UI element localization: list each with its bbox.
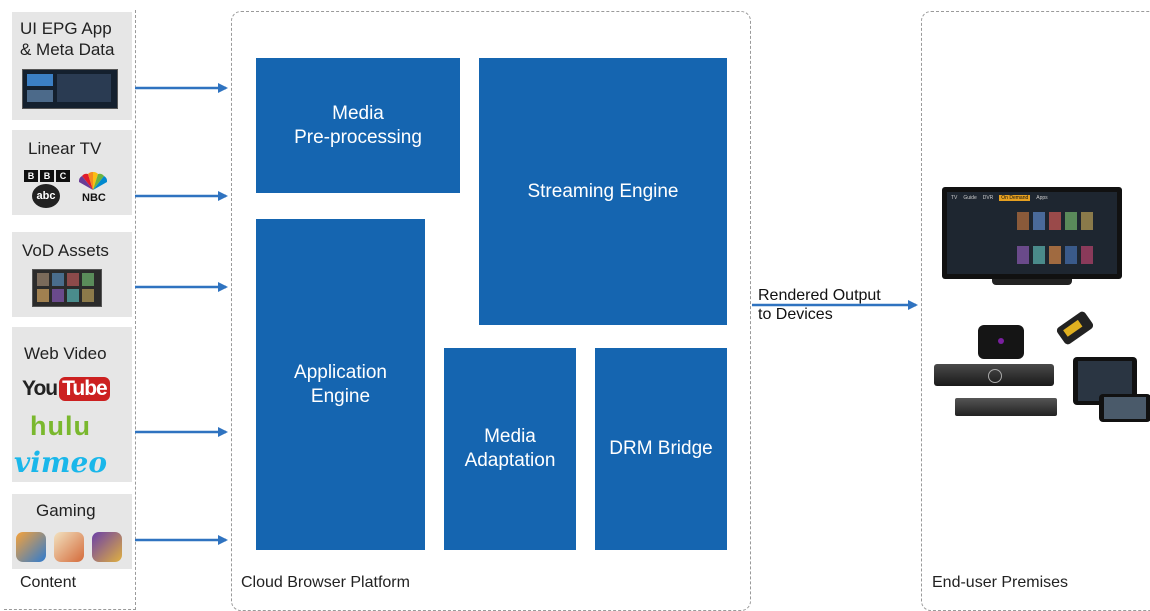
tv-tab-4: On Demand (999, 195, 1031, 201)
hulu-logo-text: hulu (30, 411, 91, 441)
tv-tab-3: DVR (982, 195, 994, 201)
tv-tab-2: Guide (963, 195, 977, 201)
tv-icon: TV Guide DVR On Demand Apps (942, 187, 1122, 287)
epg-screenshot-icon (22, 69, 118, 109)
tv-tab-5: Apps (1036, 195, 1048, 201)
premises-caption: End-user Premises (932, 574, 1069, 591)
source-linear-tv-label: Linear TV (28, 139, 102, 158)
block-streaming-engine: Streaming Engine (479, 58, 727, 325)
dvr-box-icon (955, 398, 1057, 416)
vimeo-logo-text: vimeo (14, 446, 108, 479)
platform-caption: Cloud Browser Platform (241, 574, 410, 591)
source-ui-epg-label: UI EPG App & Meta Data (20, 19, 115, 59)
source-gaming: Gaming (12, 494, 132, 569)
youtube-you-text: You (22, 377, 58, 400)
block-media-adaptation: Media Adaptation (444, 348, 576, 550)
phone-icon (1099, 394, 1150, 422)
nbc-peacock-icon (78, 171, 108, 192)
tv-tab-1: TV (951, 195, 958, 201)
block-media-preprocessing: Media Pre-processing (256, 58, 460, 193)
source-web-video: Web Video You Tube hulu vimeo (12, 327, 132, 482)
block-drm-bridge: DRM Bridge (595, 348, 727, 550)
source-vod-assets: VoD Assets (12, 232, 132, 317)
content-caption: Content (20, 574, 77, 591)
source-linear-tv: Linear TV B B C abc NBC (12, 130, 132, 215)
game-icon-3 (92, 532, 122, 562)
vod-posters-icon (32, 269, 102, 307)
youtube-tube-text: Tube (59, 377, 110, 401)
game-icon-1 (16, 532, 46, 562)
source-web-video-label: Web Video (24, 344, 107, 363)
flow-arrows (135, 83, 918, 545)
source-vod-assets-label: VoD Assets (22, 241, 109, 260)
game-icon-2 (54, 532, 84, 562)
nbc-logo-text: NBC (82, 192, 106, 204)
source-ui-epg: UI EPG App & Meta Data (12, 12, 132, 120)
bbc-logo-icon: B B C (24, 170, 70, 182)
abc-logo-icon: abc (32, 184, 60, 208)
block-application-engine: Application Engine (256, 219, 425, 550)
youtube-logo-icon: You Tube (22, 375, 110, 403)
source-gaming-label: Gaming (36, 501, 96, 520)
streaming-box-icon (978, 325, 1024, 359)
rendered-output-label: Rendered Output to Devices (758, 287, 881, 323)
set-top-box-icon (934, 364, 1054, 386)
tv-screen-tabs: TV Guide DVR On Demand Apps (951, 195, 1048, 201)
